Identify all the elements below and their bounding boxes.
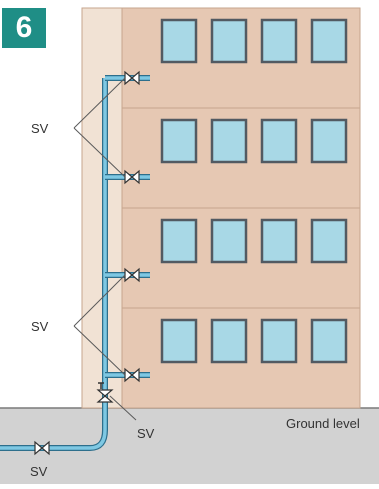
window <box>160 118 198 164</box>
window <box>310 118 348 164</box>
floor-lines <box>122 107 360 309</box>
window <box>210 118 248 164</box>
riser-pipe <box>0 78 108 451</box>
sv-label-main: SV <box>137 426 155 441</box>
leader-lines <box>73 77 137 421</box>
window <box>260 118 298 164</box>
window <box>260 218 298 264</box>
window <box>310 218 348 264</box>
window <box>310 18 348 64</box>
branch-pipe <box>105 169 150 185</box>
figure-number-badge: 6 <box>2 8 46 48</box>
window <box>310 318 348 364</box>
window <box>160 318 198 364</box>
window <box>160 18 198 64</box>
window <box>160 218 198 264</box>
window <box>210 318 248 364</box>
sv-label-ground: SV <box>30 464 48 479</box>
ground-level-label: Ground level <box>286 416 360 431</box>
stop-valve-icon <box>124 70 140 86</box>
window <box>260 318 298 364</box>
windows <box>160 18 348 364</box>
window <box>210 18 248 64</box>
sv-label-lower: SV <box>31 319 49 334</box>
ground-stop-valve-icon <box>34 440 50 456</box>
branch-pipe <box>105 70 150 86</box>
branch-pipe <box>105 267 150 283</box>
main-stop-valve-icon <box>96 382 114 403</box>
window <box>210 218 248 264</box>
sv-label-upper: SV <box>31 121 49 136</box>
window <box>260 18 298 64</box>
branch-pipes <box>105 70 150 383</box>
branch-pipe <box>105 367 150 383</box>
